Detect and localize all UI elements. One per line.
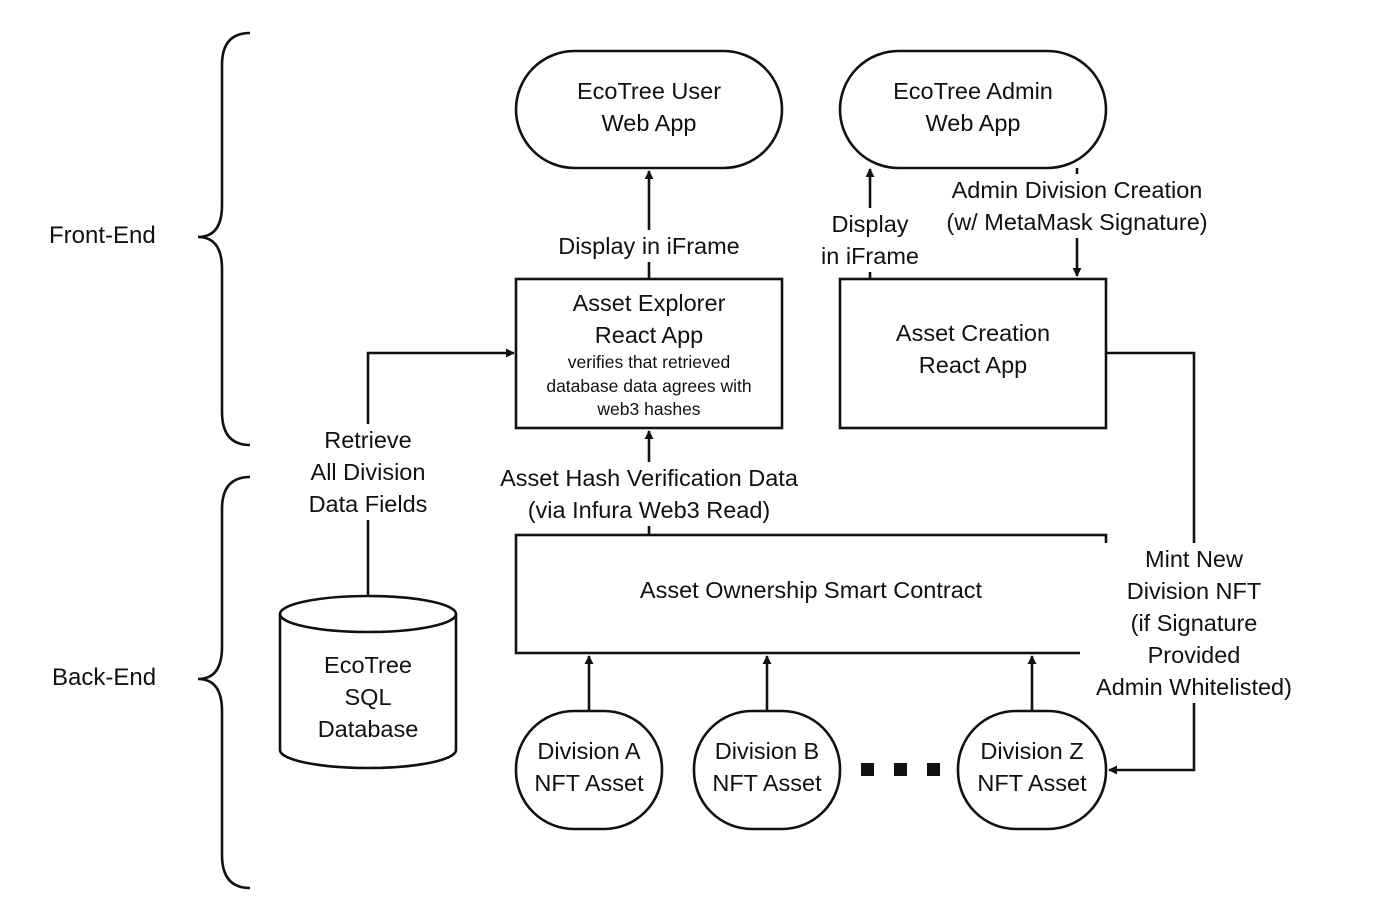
- retrieve-fields-line-1: Retrieve: [324, 427, 412, 453]
- back-end-brace: [197, 475, 251, 890]
- hash-verification-line-1: Asset Hash Verification Data: [500, 465, 798, 491]
- division-z-line-2: NFT Asset: [977, 770, 1087, 796]
- database-top: [278, 594, 458, 634]
- ellipsis-dots: [861, 763, 940, 776]
- user-web-app-label: EcoTree User Web App: [516, 75, 782, 139]
- admin-web-app-node: [838, 49, 1108, 170]
- admin-division-creation-line-1: Admin Division Creation: [951, 177, 1203, 203]
- front-end-brace: [197, 31, 251, 447]
- database-line-1: EcoTree: [324, 652, 412, 678]
- division-z-line-1: Division Z: [980, 738, 1084, 764]
- asset-creation-line-1: Asset Creation: [895, 320, 1051, 346]
- retrieve-fields-line-3: Data Fields: [308, 491, 428, 517]
- division-b-line-1: Division B: [714, 738, 820, 764]
- admin-division-creation-label: Admin Division Creation (w/ MetaMask Sig…: [921, 174, 1233, 238]
- database-line-2: SQL: [344, 684, 392, 710]
- asset-explorer-note-1: verifies that retrieved: [567, 352, 731, 372]
- division-z-label: Division Z NFT Asset: [958, 735, 1106, 799]
- display-iframe-admin-line-1: Display: [831, 211, 909, 237]
- division-a-line-2: NFT Asset: [534, 770, 644, 796]
- admin-web-app-line-1: EcoTree Admin: [893, 78, 1053, 104]
- retrieve-fields-line-2: All Division: [310, 459, 426, 485]
- hash-verification-label: Asset Hash Verification Data (via Infura…: [476, 462, 822, 526]
- asset-explorer-note-2: database data agrees with: [546, 375, 752, 396]
- database-line-3: Database: [317, 716, 419, 742]
- mint-new-line-3: (if Signature: [1130, 610, 1258, 636]
- mint-new-line-5: Admin Whitelisted): [1096, 674, 1292, 700]
- division-b-line-2: NFT Asset: [712, 770, 822, 796]
- asset-explorer-title-2: React App: [594, 322, 704, 348]
- database-node: [278, 614, 458, 770]
- user-web-app-node: [514, 49, 784, 170]
- mint-new-line-2: Division NFT: [1126, 578, 1262, 604]
- mint-new-line-4: Provided: [1147, 642, 1241, 668]
- admin-web-app-line-2: Web App: [925, 110, 1021, 136]
- database-label: EcoTree SQL Database: [280, 649, 456, 745]
- asset-creation-label: Asset Creation React App: [840, 317, 1106, 381]
- user-web-app-line-1: EcoTree User: [576, 78, 722, 104]
- asset-creation-line-2: React App: [918, 352, 1028, 378]
- admin-division-creation-line-2: (w/ MetaMask Signature): [946, 209, 1208, 235]
- hash-verification-line-2: (via Infura Web3 Read): [527, 497, 771, 523]
- front-end-label: Front-End: [49, 222, 156, 249]
- user-web-app-line-2: Web App: [601, 110, 697, 136]
- display-iframe-admin-line-2: in iFrame: [821, 243, 919, 269]
- mint-new-line-1: Mint New: [1145, 546, 1243, 572]
- asset-explorer-note-3: web3 hashes: [597, 399, 701, 419]
- division-b-label: Division B NFT Asset: [694, 735, 840, 799]
- display-iframe-admin-label: Display in iFrame: [810, 208, 930, 272]
- admin-web-app-label: EcoTree Admin Web App: [840, 75, 1106, 139]
- mint-new-label: Mint New Division NFT (if Signature Prov…: [1080, 543, 1308, 703]
- asset-explorer-label: Asset Explorer React App verifies that r…: [516, 287, 782, 422]
- smart-contract-label: Asset Ownership Smart Contract: [639, 577, 983, 603]
- division-a-line-1: Division A: [537, 738, 641, 764]
- division-a-label: Division A NFT Asset: [516, 735, 662, 799]
- back-end-label: Back-End: [52, 664, 157, 691]
- asset-explorer-title-1: Asset Explorer: [572, 290, 726, 316]
- display-iframe-user-label: Display in iFrame: [539, 230, 759, 262]
- retrieve-fields-label: Retrieve All Division Data Fields: [295, 424, 441, 520]
